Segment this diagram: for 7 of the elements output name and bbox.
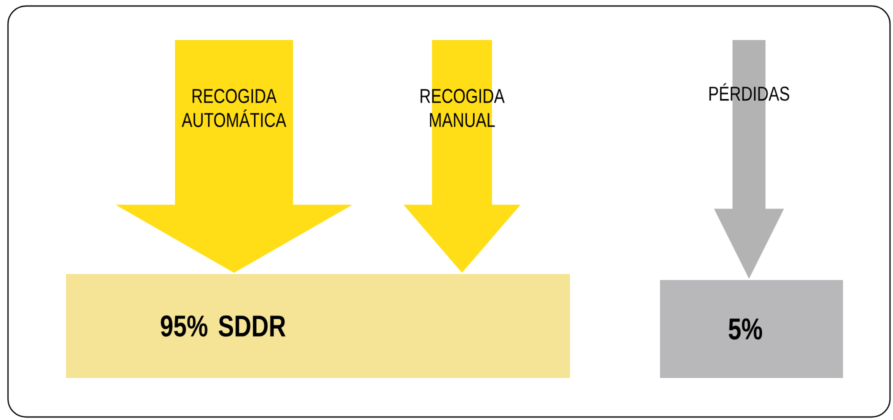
edge-label: PÉRDIDAS — [709, 83, 790, 101]
block-arrow — [404, 40, 520, 273]
edge-label: RECOGIDA AUTOMÁTICA — [182, 88, 286, 128]
value-box: 95% SDDR — [66, 274, 570, 378]
block-arrow — [714, 40, 784, 279]
value-box: 5% — [660, 280, 844, 378]
block-arrow — [116, 40, 352, 273]
